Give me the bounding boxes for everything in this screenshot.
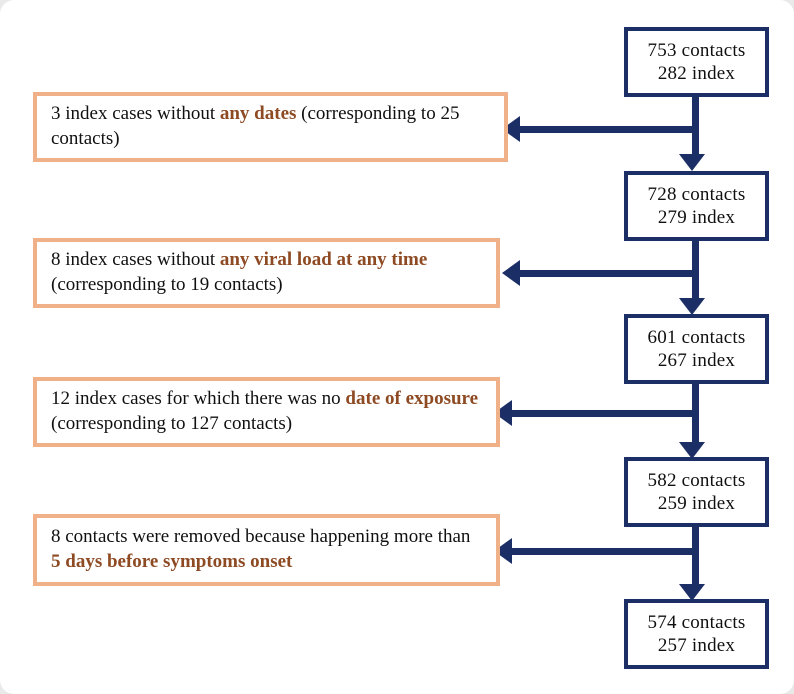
flow-box-index: 257 index: [657, 635, 736, 656]
exclusion-text-after: (corresponding to 19 contacts): [51, 274, 283, 295]
exclusion-box-3: 12 index cases for which there was no da…: [33, 377, 500, 447]
arrowhead-down-1: [679, 154, 705, 171]
exclusion-text: 8 index cases without any viral load at …: [51, 248, 483, 297]
connector-branch-3: [506, 410, 696, 417]
connector-trunk-4: [692, 526, 699, 588]
flow-box-node-3: 601 contacts 267 index: [624, 314, 769, 384]
flow-box-contacts: 582 contacts: [647, 469, 746, 491]
arrowhead-down-3: [679, 442, 705, 459]
exclusion-text-before: 12 index cases for which there was no: [51, 388, 346, 410]
arrowhead-down-4: [679, 584, 705, 601]
connector-branch-2: [514, 270, 696, 277]
flow-box-index: 267 index: [657, 350, 736, 371]
flow-box-contacts: 753 contacts: [647, 39, 746, 61]
exclusion-text-highlight: 5 days before symptoms onset: [51, 551, 293, 572]
exclusion-text-before: 8 index cases without: [51, 249, 220, 271]
exclusion-text-highlight: any viral load at any time: [219, 249, 428, 271]
exclusion-box-4: 8 contacts were removed because happenin…: [33, 514, 500, 586]
exclusion-text-before: 8 contacts were removed because happenin…: [51, 526, 471, 548]
connector-branch-4: [506, 548, 696, 555]
flow-box-node-5: 574 contacts 257 index: [624, 599, 769, 669]
flow-box-contacts: 574 contacts: [647, 611, 746, 633]
exclusion-text-before: 3 index cases without: [51, 103, 220, 125]
flow-box-node-2: 728 contacts 279 index: [624, 171, 769, 241]
flow-box-index: 279 index: [657, 207, 736, 228]
flow-box-index: 259 index: [657, 493, 736, 514]
exclusion-box-2: 8 index cases without any viral load at …: [33, 238, 500, 308]
exclusion-text: 3 index cases without any dates (corresp…: [51, 102, 491, 151]
exclusion-box-1: 3 index cases without any dates (corresp…: [33, 92, 508, 162]
exclusion-text: 12 index cases for which there was no da…: [51, 387, 483, 436]
exclusion-text-highlight: any dates: [219, 103, 297, 125]
flow-box-index: 282 index: [657, 63, 736, 84]
flow-box-contacts: 601 contacts: [647, 326, 746, 348]
arrowhead-down-2: [679, 298, 705, 315]
exclusion-text: 8 contacts were removed because happenin…: [51, 525, 483, 574]
flow-box-contacts: 728 contacts: [647, 183, 746, 205]
connector-branch-1: [514, 126, 696, 133]
arrowhead-left-2: [502, 260, 520, 286]
exclusion-text-after: (corresponding to 127 contacts): [51, 413, 293, 434]
exclusion-text-highlight: date of exposure: [345, 388, 479, 410]
flow-box-node-4: 582 contacts 259 index: [624, 457, 769, 527]
exclusion-text-after: (corresponding to 25 contacts): [51, 103, 460, 149]
flow-box-node-1: 753 contacts 282 index: [624, 27, 769, 97]
